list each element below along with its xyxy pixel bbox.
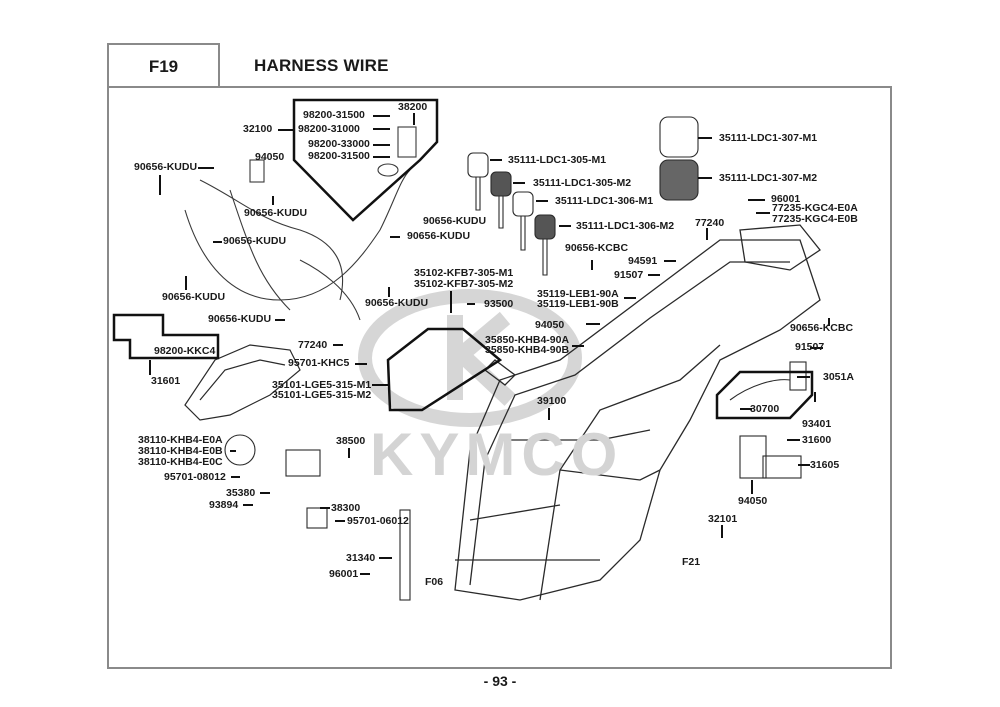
kymco-logo-watermark bbox=[358, 289, 582, 427]
part-label: 35102-KFB7-305-M1 bbox=[414, 267, 514, 279]
part-label: 91507 bbox=[614, 269, 644, 281]
part-label: 35119-LEB1-90B bbox=[537, 298, 619, 310]
part-label: 38500 bbox=[336, 435, 366, 447]
part-label: 38110-KHB4-E0C bbox=[138, 456, 223, 468]
part-label: 93500 bbox=[484, 298, 514, 310]
part-label: 32101 bbox=[708, 513, 738, 525]
part-label: 31600 bbox=[802, 434, 832, 446]
diagram-frame bbox=[107, 86, 892, 669]
ignition-group-outline bbox=[386, 327, 503, 412]
part-label: 90656-KUDU bbox=[162, 291, 226, 303]
part-label: 94050 bbox=[535, 319, 565, 331]
part-label: F06 bbox=[425, 576, 444, 588]
part-label: 30700 bbox=[750, 403, 780, 415]
helmet-box-illustration bbox=[184, 344, 301, 421]
frame-illustration bbox=[454, 224, 821, 601]
part-label: 3051A bbox=[823, 371, 854, 383]
part-label: 98200-31000 bbox=[298, 123, 360, 135]
part-label: 35111-LDC1-305-M2 bbox=[533, 177, 632, 189]
part-label: 98200-31500 bbox=[308, 150, 370, 162]
harness-illustration bbox=[184, 126, 417, 321]
page-title: HARNESS WIRE bbox=[254, 56, 389, 75]
page-number: - 93 - bbox=[483, 673, 517, 689]
part-label: 90656-KUDU bbox=[244, 207, 308, 219]
part-label: 90656-KUDU bbox=[423, 215, 487, 227]
part-label: 96001 bbox=[771, 193, 801, 205]
keys-illustration bbox=[467, 116, 699, 276]
part-label: 90656-KUDU bbox=[365, 297, 429, 309]
part-label: 90656-KUDU bbox=[407, 230, 471, 242]
part-label: 90656-KUDU bbox=[208, 313, 272, 325]
part-label: 35850-KHB4-90A bbox=[485, 334, 570, 346]
part-label: 95701-KHC5 bbox=[288, 357, 350, 369]
part-label: F21 bbox=[682, 556, 701, 568]
part-label: 98200-31500 bbox=[303, 109, 365, 121]
part-label: 94591 bbox=[628, 255, 658, 267]
part-label: 90656-KCBC bbox=[790, 322, 854, 334]
part-label: 38200 bbox=[398, 101, 428, 113]
part-label: 96001 bbox=[329, 568, 359, 580]
part-label: 38300 bbox=[331, 502, 361, 514]
coil-group-outline bbox=[715, 370, 814, 420]
part-label: 94050 bbox=[738, 495, 768, 507]
part-label: 94050 bbox=[255, 151, 285, 163]
helmet-box-group-outline bbox=[112, 313, 220, 360]
part-label: 91507 bbox=[795, 341, 825, 353]
part-label: 90656-KCBC bbox=[565, 242, 629, 254]
part-label: 32100 bbox=[243, 123, 273, 135]
part-label: 98200-33000 bbox=[308, 138, 370, 150]
part-label: 77235-KGC4-E0B bbox=[772, 213, 858, 225]
section-code: F19 bbox=[107, 43, 220, 88]
part-label: 39100 bbox=[537, 395, 567, 407]
group-outlines bbox=[112, 98, 814, 420]
part-label: 38110-KHB4-E0A bbox=[138, 434, 223, 446]
part-label: 95701-08012 bbox=[164, 471, 226, 483]
part-label: 77235-KGC4-E0A bbox=[772, 202, 858, 214]
part-label: 35380 bbox=[226, 487, 256, 499]
part-label: 93401 bbox=[802, 418, 832, 430]
part-label: 35101-LGE5-315-M2 bbox=[272, 389, 372, 401]
part-label: 31605 bbox=[810, 459, 840, 471]
leader-lines bbox=[149, 113, 830, 575]
part-label: 35111-LDC1-307-M2 bbox=[719, 172, 818, 184]
part-label: 38110-KHB4-E0B bbox=[138, 445, 223, 457]
part-label: 90656-KUDU bbox=[134, 161, 198, 173]
part-label: 95701-06012 bbox=[347, 515, 409, 527]
part-label: 35111-LDC1-306-M2 bbox=[576, 220, 675, 232]
harness-group-outline bbox=[292, 98, 439, 222]
part-label: 31340 bbox=[346, 552, 376, 564]
part-label: 35111-LDC1-307-M1 bbox=[719, 132, 818, 144]
part-label: 35102-KFB7-305-M2 bbox=[414, 278, 514, 290]
part-label: 77240 bbox=[695, 217, 725, 229]
part-label: 93894 bbox=[209, 499, 239, 511]
part-label: 35111-LDC1-305-M1 bbox=[508, 154, 607, 166]
part-label: 98200-KKC4 bbox=[154, 345, 216, 357]
part-label: 35101-LGE5-315-M1 bbox=[272, 379, 372, 391]
part-label: 35111-LDC1-306-M1 bbox=[555, 195, 654, 207]
part-label: 35119-LEB1-90A bbox=[537, 288, 619, 300]
part-label: 90656-KUDU bbox=[223, 235, 287, 247]
part-label: 35850-KHB4-90B bbox=[485, 344, 570, 356]
brand-watermark: KYMCO bbox=[370, 421, 624, 488]
part-label: 77240 bbox=[298, 339, 328, 351]
part-label: 31601 bbox=[151, 375, 181, 387]
